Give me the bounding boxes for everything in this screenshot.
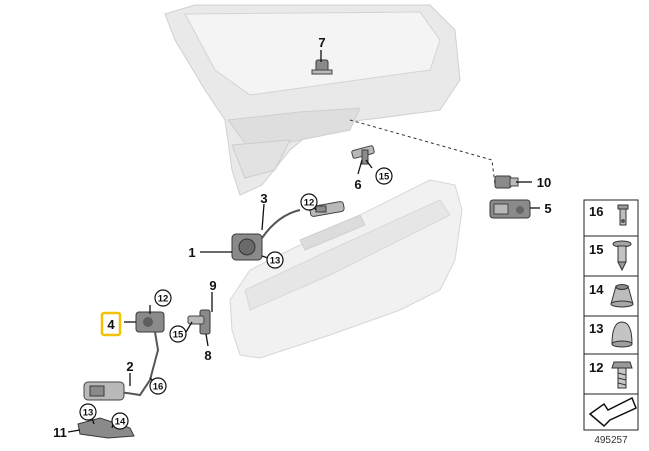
circled-13-lower: 13 [83, 408, 94, 419]
callout-6: 6 [354, 177, 361, 192]
switch-3 [309, 201, 345, 217]
hex-bolt-icon [611, 361, 633, 389]
circled-14: 14 [115, 417, 126, 428]
circled-16: 16 [153, 382, 164, 393]
circled-13-upper: 13 [270, 256, 281, 267]
callout-4-highlighted: 4 [100, 311, 122, 337]
dome-nut-icon [611, 321, 633, 348]
legend-16: 16 [589, 204, 603, 219]
tailgate-panel [164, 4, 461, 196]
callout-labels: 7 6 10 5 3 1 9 8 2 11 [53, 35, 551, 440]
actuator-5 [489, 199, 531, 219]
circled-12-upper: 12 [304, 198, 315, 209]
callout-1: 1 [188, 245, 195, 260]
fastener-legend: 16 15 14 13 12 [583, 199, 639, 446]
circled-12-lower: 12 [158, 294, 169, 305]
callout-2: 2 [126, 359, 133, 374]
pin-clip-icon [617, 204, 629, 226]
callout-4: 4 [107, 317, 115, 332]
leader-lines [67, 50, 540, 433]
callout-8: 8 [204, 348, 211, 363]
clip-nut-icon [610, 284, 634, 308]
rear-trim-panel [229, 179, 463, 359]
release-handle-2 [83, 381, 125, 401]
expanding-rivet-icon [612, 240, 632, 272]
lock-motor-1 [231, 209, 301, 261]
callout-5: 5 [544, 201, 551, 216]
support-bracket-11 [77, 417, 135, 439]
callout-3: 3 [260, 191, 267, 206]
callout-11: 11 [53, 425, 67, 440]
circled-15-lower: 15 [173, 330, 184, 341]
callout-10: 10 [537, 175, 551, 190]
navigation-arrow-icon [588, 396, 637, 428]
legend-14: 14 [589, 282, 604, 297]
legend-15: 15 [589, 242, 603, 257]
lock-4 [119, 311, 165, 397]
bracket-10 [494, 175, 519, 189]
hinge-bracket-7 [311, 59, 333, 75]
latch-6 [351, 145, 375, 165]
cable-route [349, 119, 496, 186]
circled-callouts: 15 12 13 12 15 16 13 14 [79, 167, 393, 430]
legend-12: 12 [589, 360, 603, 375]
diagram-number: 495257 [594, 435, 628, 446]
callout-7: 7 [318, 35, 325, 50]
circled-15-upper: 15 [379, 172, 390, 183]
legend-13: 13 [589, 321, 603, 336]
callout-9: 9 [209, 278, 216, 293]
